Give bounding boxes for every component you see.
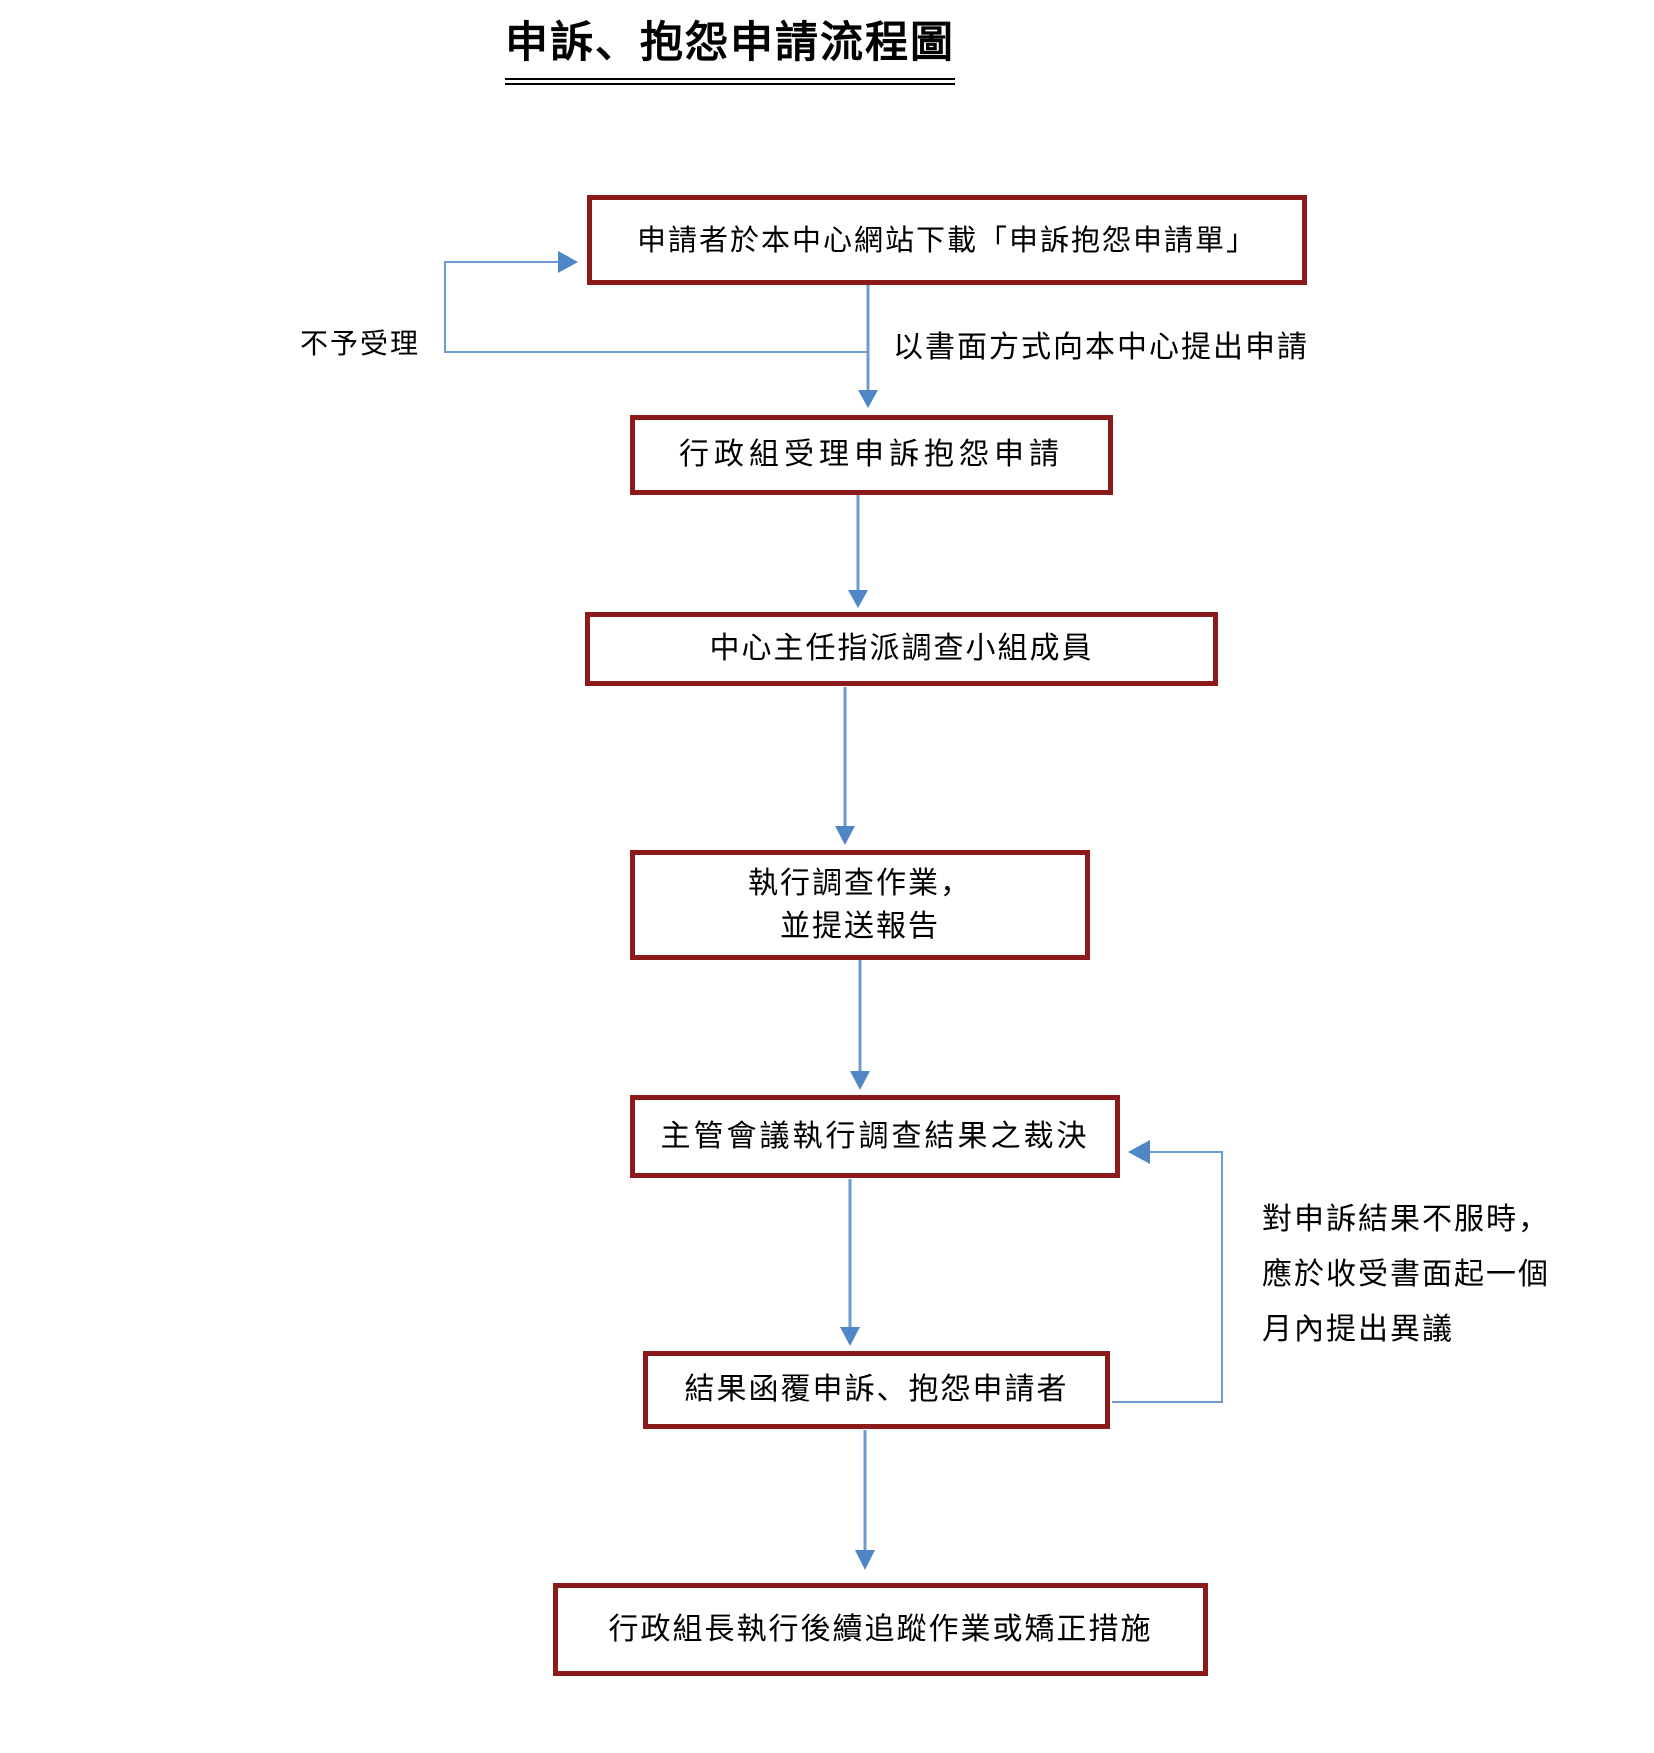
flow-box-assign-team: 中心主任指派調查小組成員 (585, 612, 1218, 686)
flow-box-ruling-meeting: 主管會議執行調查結果之裁決 (630, 1095, 1120, 1178)
arrow-assign-to-investigate (835, 687, 855, 845)
edge-label-reject: 不予受理 (300, 327, 421, 360)
flow-box-followup-correction: 行政組長執行後續追蹤作業或矯正措施 (553, 1583, 1208, 1676)
arrow-reject-loop (444, 251, 868, 353)
page-title: 申訴、抱怨申請流程圖 (505, 8, 955, 85)
arrow-ruling-to-reply (840, 1179, 860, 1346)
flow-box-reply-result: 結果函覆申訴、抱怨申請者 (643, 1351, 1110, 1429)
flow-box-download-form: 申請者於本中心網站下載「申訴抱怨申請單」 (587, 195, 1307, 285)
arrow-accept-to-assign (848, 495, 868, 608)
flow-box-investigate-report: 執行調查作業， 並提送報告 (630, 850, 1090, 960)
flow-box-admin-accepts: 行政組受理申訴抱怨申請 (630, 415, 1113, 495)
arrow-reply-to-followup (855, 1430, 875, 1570)
edge-label-objection: 對申訴結果不服時， 應於收受書面起一個 月內提出異議 (1262, 1202, 1550, 1347)
edge-label-submit: 以書面方式向本中心提出申請 (893, 330, 1309, 365)
arrow-investigate-to-ruling (850, 960, 870, 1090)
arrow-download-to-accept (858, 285, 878, 408)
arrow-objection-loop (1112, 1140, 1223, 1403)
